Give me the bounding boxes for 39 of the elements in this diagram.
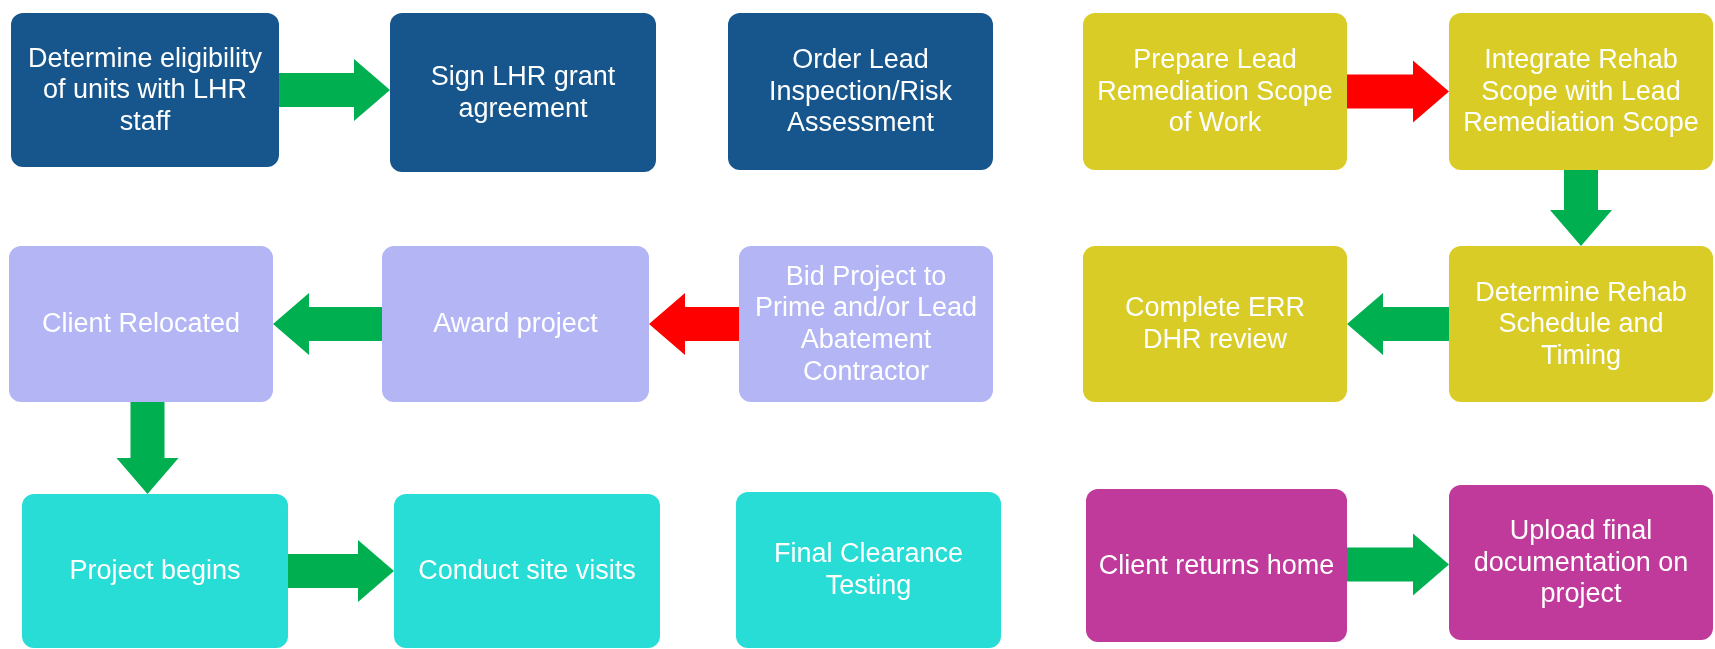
block-arrow [279,59,390,121]
step-text: Order Lead Inspection/Risk Assessment [767,44,954,139]
block-arrow [1347,60,1449,123]
step-text: Upload final documentation on project [1472,515,1690,610]
step-text: Award project [433,308,598,340]
block-arrow [273,293,382,355]
block-arrow [1347,293,1449,355]
process-box [9,246,273,402]
step-text: Client Relocated [41,308,241,340]
process-box [22,494,288,648]
step-text: Bid Project to Prime and/or Lead Abatement Contractor [753,260,979,388]
step-text: Final Clearance Testing [772,538,965,602]
process-box [1449,13,1713,170]
block-arrow [1550,170,1612,246]
step-text: Project begins [69,555,241,587]
block-arrow [116,402,179,494]
process-box [1086,489,1347,642]
block-arrow [649,293,739,355]
process-box [394,494,660,648]
block-arrow [1347,533,1449,596]
process-box [736,492,1001,648]
process-box [1449,485,1713,640]
process-box [739,246,993,402]
process-box [390,13,656,172]
step-text: Determine Rehab Schedule and Timing [1474,276,1688,372]
process-box [11,13,279,167]
step-text: Conduct site visits [418,555,636,587]
step-text: Client returns home [1098,549,1335,582]
process-box [1083,246,1347,402]
step-text: Complete ERR DHR review [1123,292,1307,356]
step-text: Integrate Rehab Scope with Lead Remediation Scope [1462,44,1700,139]
step-text: Determine eligibility of units with LHR staff [26,42,264,138]
process-box [1083,13,1347,170]
step-text: Prepare Lead Remediation Scope of Work [1096,44,1334,139]
step-text: Sign LHR grant agreement [429,60,617,125]
block-arrow [288,540,394,602]
process-box [1449,246,1713,402]
process-box [382,246,649,402]
process-box [728,13,993,170]
